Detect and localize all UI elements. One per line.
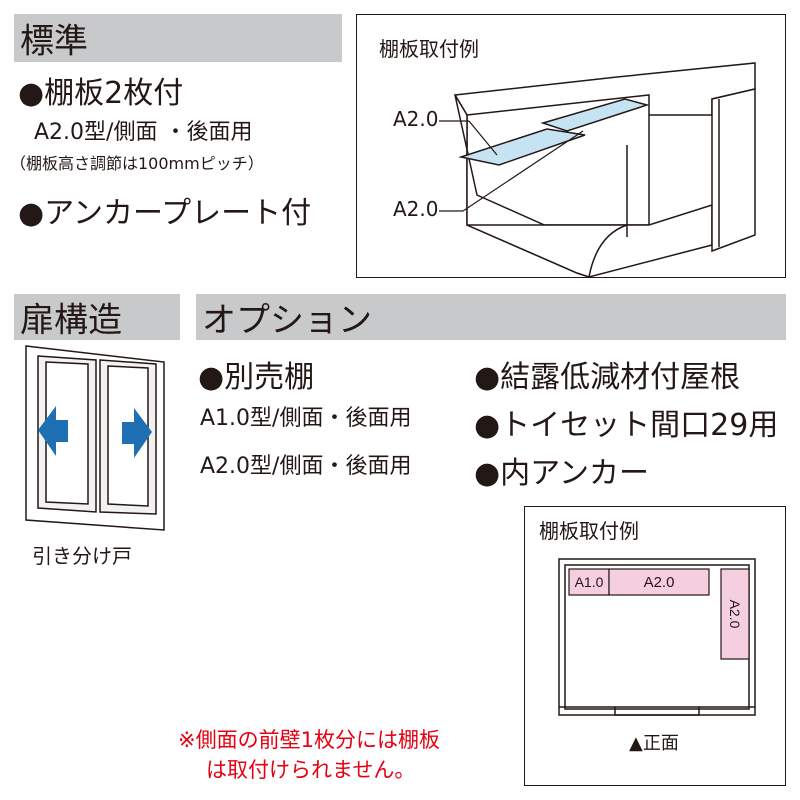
standard-item-shelves: ●棚板2枚付 [18, 76, 184, 111]
shelf-example-plan-title: 棚板取付例 [539, 519, 639, 543]
shelf-note-line2: は取付けられません。 [206, 758, 416, 782]
sliding-door-illustration [25, 345, 165, 531]
plan-shelf-a20: A2.0 [644, 574, 675, 591]
shelf-example-3d-title: 棚板取付例 [379, 37, 479, 61]
door-right-arrow-icon [122, 408, 152, 458]
option-separate-shelf: ●別売棚 [198, 360, 315, 395]
shelf-note-line1: ※側面の前壁1枚分には棚板 [178, 728, 440, 752]
standard-header-label: 標準 [20, 21, 88, 62]
door-left-arrow-icon [38, 406, 68, 456]
options-header-label: オプション [202, 300, 372, 341]
door-header: 扉構造 [14, 294, 180, 341]
plan-shelf-a10: A1.0 [575, 574, 604, 590]
option-condensation-roof: ●結露低減材付屋根 [474, 360, 741, 395]
plan-shelf-a20-side: A2.0 [727, 600, 743, 629]
shelf-3d-illustration [439, 62, 756, 279]
option-toilet-set: ●トイセット間口29用 [474, 408, 779, 443]
shelf-plan-illustration: A1.0 A2.0 A2.0 [558, 558, 756, 716]
options-header: オプション [196, 294, 786, 341]
shelf-3d-label-top: A2.0 [393, 107, 439, 131]
shelf-example-3d-box: 棚板取付例 A2.0 [356, 14, 786, 279]
door-header-label: 扉構造 [20, 300, 122, 341]
shelf-example-plan-box: 棚板取付例 A1.0 A2.0 A2.0 ▲正面 [524, 506, 786, 786]
option-shelf-a10: A1.0型/側面・後面用 [200, 406, 412, 431]
standard-item-anchor: ●アンカープレート付 [18, 196, 312, 231]
door-caption: 引き分け戸 [32, 544, 132, 568]
standard-item-shelves-note: （棚板高さ調節は100mmピッチ） [10, 154, 264, 173]
plan-front-label: ▲正面 [629, 733, 679, 754]
option-inner-anchor: ●内アンカー [474, 456, 649, 491]
shelf-3d-label-bottom: A2.0 [393, 197, 439, 221]
option-shelf-a20: A2.0型/側面・後面用 [200, 454, 412, 479]
standard-header: 標準 [14, 14, 342, 62]
standard-item-shelves-type: A2.0型/側面 ・後面用 [34, 120, 253, 145]
